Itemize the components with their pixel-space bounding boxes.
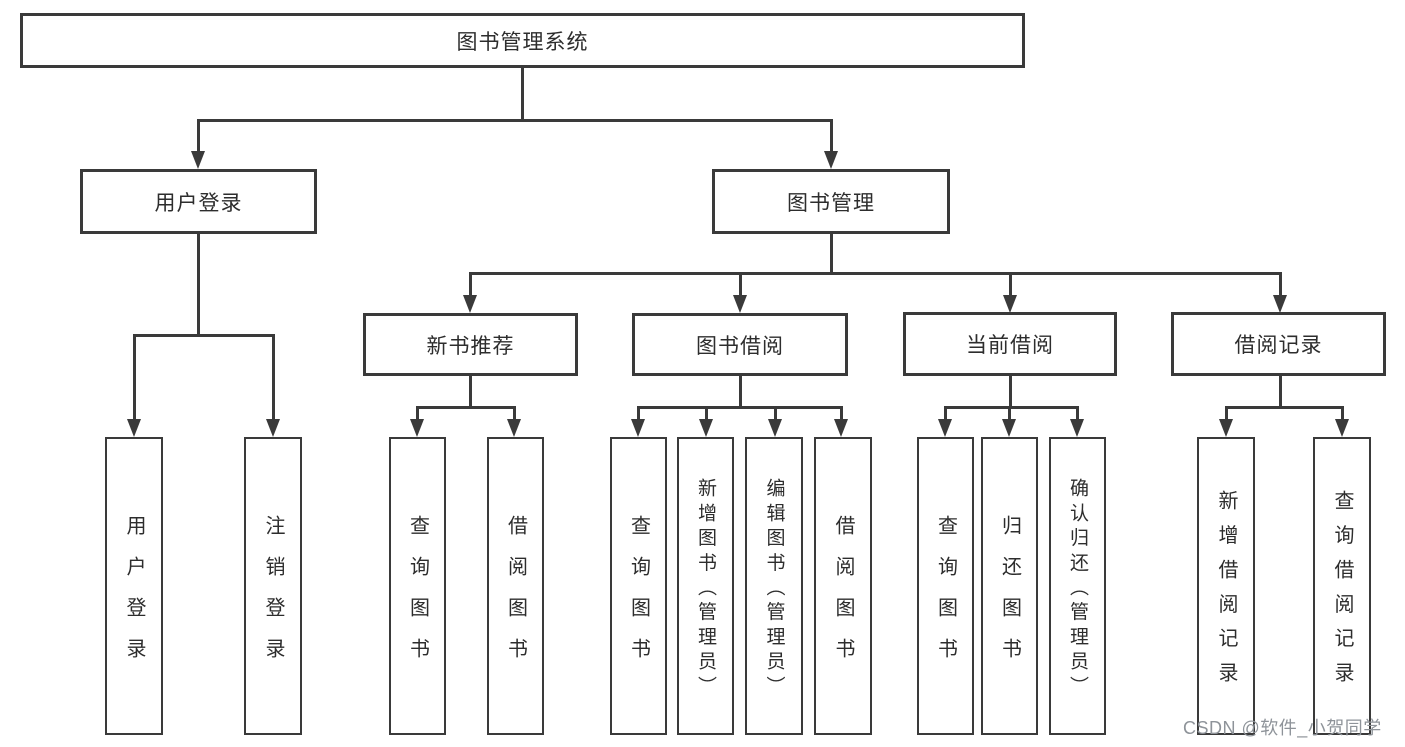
connector-to-book-borrow (739, 272, 742, 296)
node-borrow-records: 借阅记录 (1171, 312, 1386, 376)
node-label: 当前借阅 (966, 334, 1054, 357)
connector-current-borrow-stem (1009, 374, 1012, 408)
arrowhead-to-leaf-edit-books (768, 419, 782, 437)
connector-to-leaf-confirm-return (1076, 406, 1079, 421)
connector-root-rail (197, 119, 833, 122)
arrowhead-to-book-borrow (733, 295, 747, 313)
connector-to-leaf-borrow-books-2 (840, 406, 843, 421)
connector-root-stem (521, 66, 524, 120)
connector-book-management-stem (830, 232, 833, 274)
leaf-label: 查询图书 (934, 514, 957, 679)
leaf-label: 查询图书 (627, 514, 650, 679)
node-current-borrow: 当前借阅 (903, 312, 1117, 376)
connector-to-leaf-edit-books (774, 406, 777, 421)
connector-borrow-records-stem (1279, 374, 1282, 408)
connector-new-book-recommend-rail (416, 406, 516, 409)
leaf-return-books: 归还图书 (981, 437, 1038, 735)
connector-book-borrow-stem (739, 374, 742, 408)
leaf-label: 归还图书 (998, 514, 1021, 679)
connector-to-leaf-logout (272, 334, 275, 420)
connector-user-login-rail (133, 334, 275, 337)
connector-to-leaf-query-books-1 (416, 406, 419, 421)
connector-to-leaf-user-login (133, 334, 136, 420)
leaf-user-login: 用户登录 (105, 437, 163, 735)
leaf-label: 用户登录 (123, 514, 145, 679)
connector-book-borrow-rail (637, 406, 842, 409)
node-book-borrow: 图书借阅 (632, 313, 848, 376)
leaf-add-borrow-record: 新增借阅记录 (1197, 437, 1255, 735)
leaf-logout: 注销登录 (244, 437, 302, 735)
arrowhead-to-leaf-confirm-return (1070, 419, 1084, 437)
arrowhead-to-leaf-query-books-1 (410, 419, 424, 437)
node-label: 图书借阅 (696, 334, 784, 358)
arrowhead-to-book-management (824, 151, 838, 169)
node-label: 借阅记录 (1234, 334, 1323, 357)
node-label: 图书管理系统 (456, 30, 589, 54)
arrowhead-to-leaf-query-borrow-record (1335, 419, 1349, 437)
arrowhead-to-leaf-user-login (127, 419, 141, 437)
leaf-label: 新增借阅记录 (1215, 489, 1237, 697)
leaf-query-books-3: 查询图书 (917, 437, 974, 735)
connector-to-current-borrow (1009, 272, 1012, 296)
arrowhead-to-new-book-recommend (463, 295, 477, 313)
leaf-add-books-admin: 新增图书（管理员） (677, 437, 734, 735)
leaf-label: 查询图书 (406, 514, 429, 679)
leaf-confirm-return-admin: 确认归还（管理员） (1049, 437, 1106, 735)
arrowhead-to-current-borrow (1003, 295, 1017, 313)
connector-user-login-stem (197, 232, 200, 336)
connector-to-leaf-add-books (705, 406, 708, 421)
connector-to-borrow-records (1279, 272, 1282, 296)
arrowhead-to-leaf-borrow-books-2 (834, 419, 848, 437)
connector-new-book-recommend-stem (469, 374, 472, 408)
arrowhead-to-leaf-query-books-3 (938, 419, 952, 437)
connector-to-leaf-query-borrow-record (1341, 406, 1344, 421)
arrowhead-to-leaf-query-books-2 (631, 419, 645, 437)
node-library-management-system: 图书管理系统 (20, 13, 1025, 68)
node-user-login: 用户登录 (80, 169, 317, 234)
leaf-label: 编辑图书（管理员） (763, 477, 785, 700)
connector-current-borrow-rail (944, 406, 1079, 409)
connector-to-leaf-add-borrow-record (1225, 406, 1228, 421)
leaf-query-books-1: 查询图书 (389, 437, 446, 735)
connector-to-new-book-recommend (469, 272, 472, 296)
connector-root-to-book-management (830, 119, 833, 152)
leaf-query-books-2: 查询图书 (610, 437, 667, 735)
node-label: 图书管理 (787, 191, 875, 215)
arrowhead-to-leaf-logout (266, 419, 280, 437)
connector-to-leaf-borrow-books-1 (513, 406, 516, 421)
node-book-management: 图书管理 (712, 169, 950, 234)
connector-to-leaf-return-books (1008, 406, 1011, 421)
connector-borrow-records-rail (1225, 406, 1343, 409)
leaf-label: 注销登录 (262, 514, 284, 679)
leaf-borrow-books-2: 借阅图书 (814, 437, 872, 735)
arrowhead-to-leaf-add-borrow-record (1219, 419, 1233, 437)
watermark-text: CSDN @软件_小贺同学 (1183, 718, 1382, 738)
connector-root-to-user-login (197, 119, 200, 152)
leaf-label: 借阅图书 (832, 514, 854, 679)
leaf-label: 新增图书（管理员） (695, 477, 716, 700)
node-new-book-recommend: 新书推荐 (363, 313, 578, 376)
leaf-edit-books-admin: 编辑图书（管理员） (745, 437, 803, 735)
leaf-query-borrow-record: 查询借阅记录 (1313, 437, 1371, 735)
arrowhead-to-user-login (191, 151, 205, 169)
arrowhead-to-borrow-records (1273, 295, 1287, 313)
connector-book-management-rail (469, 272, 1281, 275)
connector-to-leaf-query-books-2 (637, 406, 640, 421)
leaf-label: 查询借阅记录 (1331, 489, 1353, 697)
node-label: 新书推荐 (426, 334, 515, 358)
leaf-borrow-books-1: 借阅图书 (487, 437, 544, 735)
arrowhead-to-leaf-borrow-books-1 (507, 419, 521, 437)
node-label: 用户登录 (154, 191, 243, 215)
leaf-label: 确认归还（管理员） (1067, 477, 1088, 700)
connector-to-leaf-query-books-3 (944, 406, 947, 421)
leaf-label: 借阅图书 (504, 514, 527, 679)
arrowhead-to-leaf-add-books (699, 419, 713, 437)
arrowhead-to-leaf-return-books (1002, 419, 1016, 437)
